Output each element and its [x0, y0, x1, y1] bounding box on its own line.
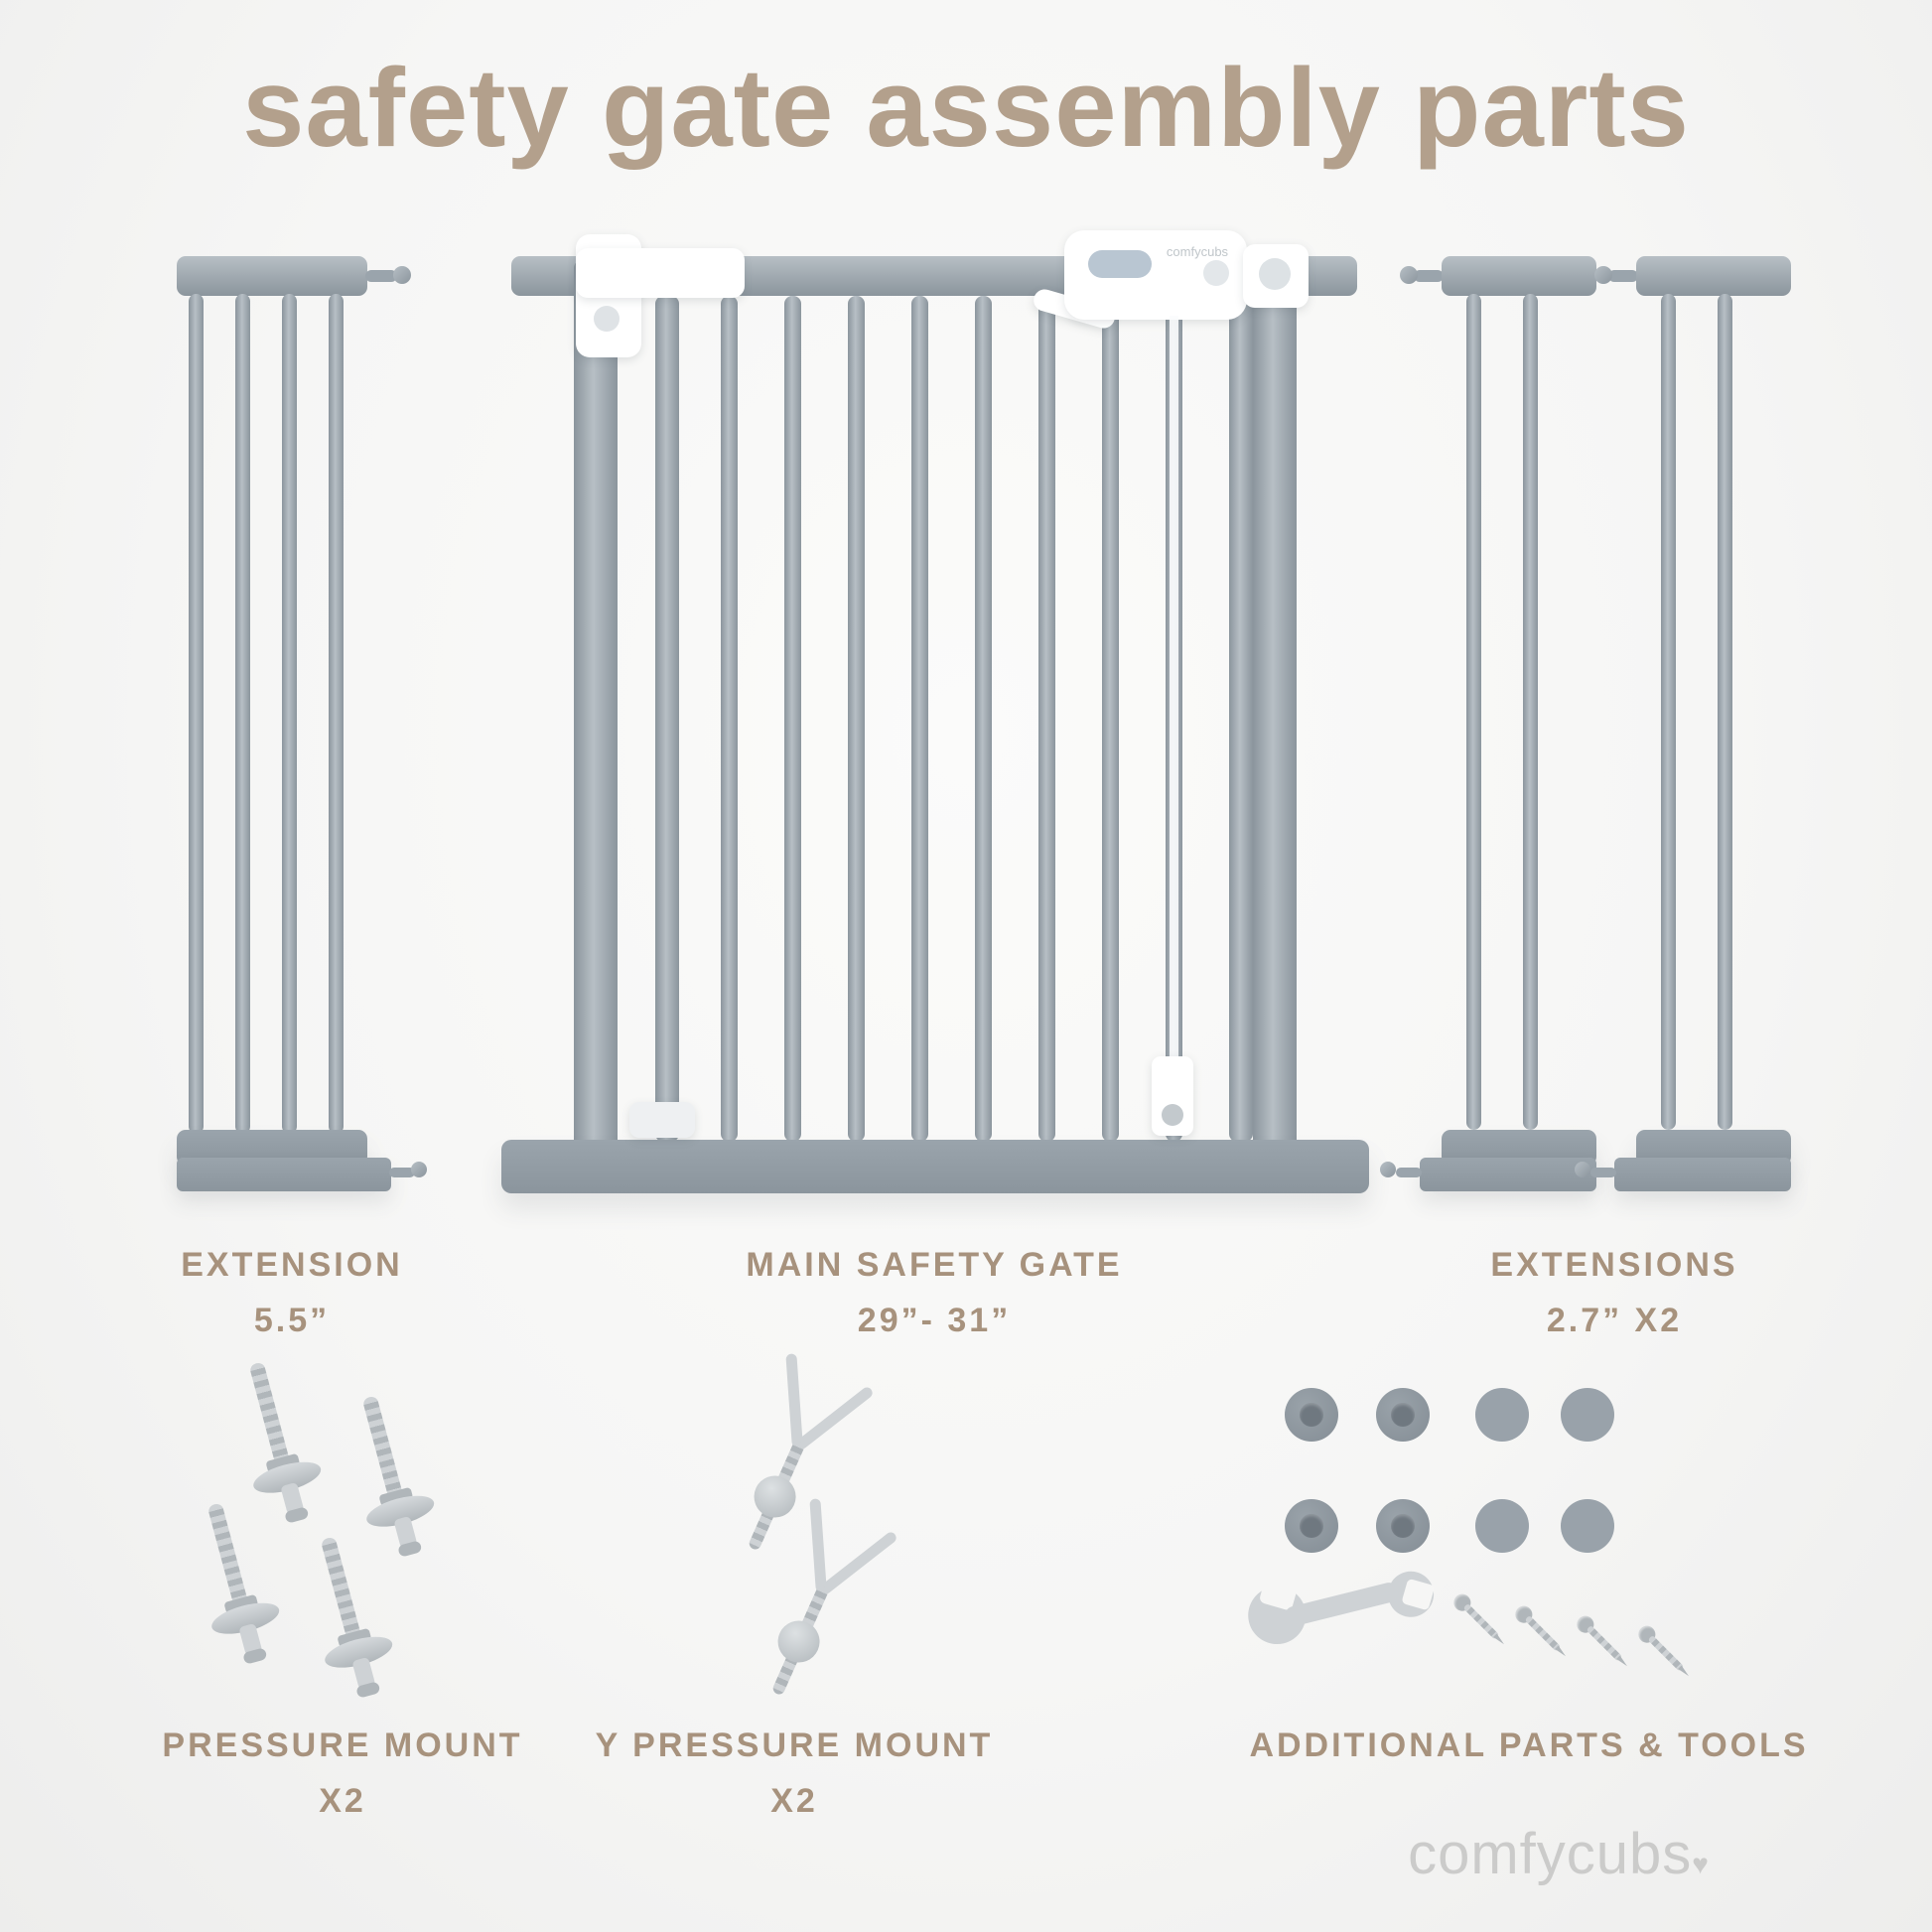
connector-pin: [1608, 270, 1638, 282]
spacer-disc: [1475, 1388, 1529, 1442]
wrench-icon: [1235, 1522, 1447, 1683]
gate-bar: [1038, 296, 1055, 1142]
y-prong: [785, 1353, 803, 1448]
label-pressure-mount-name: PRESSURE MOUNT: [162, 1726, 523, 1764]
base-pin: [1590, 1168, 1616, 1177]
top-rail: [1442, 256, 1596, 296]
label-main-gate: MAIN SAFETY GATE 29”- 31”: [636, 1237, 1232, 1348]
gate-bar: [235, 294, 250, 1134]
bottom-latch-hole: [1162, 1104, 1183, 1126]
gate-bar: [282, 294, 297, 1134]
label-y-pressure-mount-name: Y PRESSURE MOUNT: [595, 1726, 994, 1764]
base-pin-tip: [1575, 1162, 1590, 1177]
gate-bar: [848, 296, 865, 1142]
label-extension-left: EXTENSION 5.5”: [113, 1237, 471, 1348]
right-post: [1253, 260, 1297, 1154]
connector-pin-tip: [1400, 266, 1418, 284]
label-y-pressure-mount-qty: X2: [770, 1782, 818, 1821]
brand-name: comfycubs: [1408, 1822, 1693, 1886]
gate-bar: [1523, 294, 1538, 1130]
latch-dot: [1203, 260, 1229, 286]
base-pin: [389, 1168, 415, 1177]
page-title: safety gate assembly parts: [242, 46, 1690, 170]
label-additional-parts-name: ADDITIONAL PARTS & TOOLS: [1249, 1726, 1809, 1764]
screw-shank: [1524, 1614, 1562, 1652]
heart-icon: ♥: [1692, 1849, 1710, 1879]
hinge-cap: [576, 248, 745, 298]
y-knob: [770, 1613, 827, 1670]
latch-bracket-dot: [1259, 258, 1291, 290]
hinge-dot: [594, 306, 620, 332]
top-rail: [177, 256, 367, 296]
end-cap-disc: [1376, 1388, 1430, 1442]
base-pin-tip: [1380, 1162, 1396, 1177]
gate-bar: [1102, 296, 1119, 1142]
label-pressure-mount-qty: X2: [319, 1782, 366, 1821]
spacer-disc: [1561, 1499, 1614, 1553]
wrench-open-end: [1383, 1566, 1439, 1622]
label-extension-left-size: 5.5”: [253, 1302, 331, 1340]
floor-stop: [629, 1102, 695, 1138]
gate-bar: [911, 296, 928, 1142]
screw-icon: [1619, 1607, 1712, 1700]
top-rail: [1636, 256, 1791, 296]
label-main-gate-name: MAIN SAFETY GATE: [746, 1246, 1123, 1284]
screw-rod: [248, 1361, 291, 1465]
label-pressure-mount: PRESSURE MOUNT X2: [114, 1718, 571, 1829]
end-cap-disc: [1285, 1499, 1338, 1553]
bottom-rail: [501, 1140, 1369, 1193]
latch-button: [1088, 250, 1152, 278]
label-y-pressure-mount: Y PRESSURE MOUNT X2: [561, 1718, 1028, 1829]
gate-bar: [721, 296, 738, 1142]
latch-strap: [1170, 316, 1178, 1060]
connector-pin-tip: [393, 266, 411, 284]
y-prong: [818, 1530, 898, 1596]
gate-bar: [975, 296, 992, 1142]
connector-pin: [365, 270, 397, 282]
latch-brand-text: comfycubs: [1166, 244, 1229, 259]
y-prong: [794, 1385, 875, 1451]
label-extensions-right-name: EXTENSIONS: [1490, 1246, 1738, 1284]
screw-rod: [361, 1395, 404, 1499]
door-stile-left: [655, 296, 679, 1142]
gate-bar: [329, 294, 344, 1134]
gate-bar: [189, 294, 204, 1134]
base-plate: [1614, 1158, 1791, 1191]
label-extensions-right: EXTENSIONS 2.7” X2: [1416, 1237, 1813, 1348]
base-pin-tip: [411, 1162, 427, 1177]
base-pin: [1396, 1168, 1422, 1177]
gate-bar: [1466, 294, 1481, 1130]
spacer-disc: [1475, 1499, 1529, 1553]
gate-bar: [784, 296, 801, 1142]
label-extensions-right-size: 2.7” X2: [1546, 1302, 1683, 1340]
base-plate: [177, 1158, 391, 1191]
gate-bar: [1718, 294, 1732, 1130]
label-main-gate-size: 29”- 31”: [857, 1302, 1012, 1340]
screw-shank: [1462, 1602, 1500, 1640]
gate-bar: [1661, 294, 1676, 1130]
screw-point: [1678, 1665, 1691, 1678]
screw-shank: [1586, 1624, 1623, 1662]
screw-rod: [320, 1536, 362, 1640]
connector-pin-tip: [1594, 266, 1612, 284]
brand-logo: comfycubs♥: [1380, 1821, 1737, 1887]
left-post: [574, 260, 618, 1154]
door-stile-right: [1229, 296, 1253, 1142]
spacer-disc: [1561, 1388, 1614, 1442]
screw-shank: [1647, 1634, 1685, 1672]
y-prong: [809, 1498, 827, 1592]
connector-pin: [1414, 270, 1444, 282]
end-cap-disc: [1376, 1499, 1430, 1553]
screw-rod: [207, 1502, 249, 1606]
end-cap-disc: [1285, 1388, 1338, 1442]
label-additional-parts: ADDITIONAL PARTS & TOOLS: [1221, 1718, 1837, 1773]
base-plate: [1420, 1158, 1596, 1191]
label-extension-left-name: EXTENSION: [181, 1246, 403, 1284]
wrench-handle: [1282, 1580, 1402, 1628]
